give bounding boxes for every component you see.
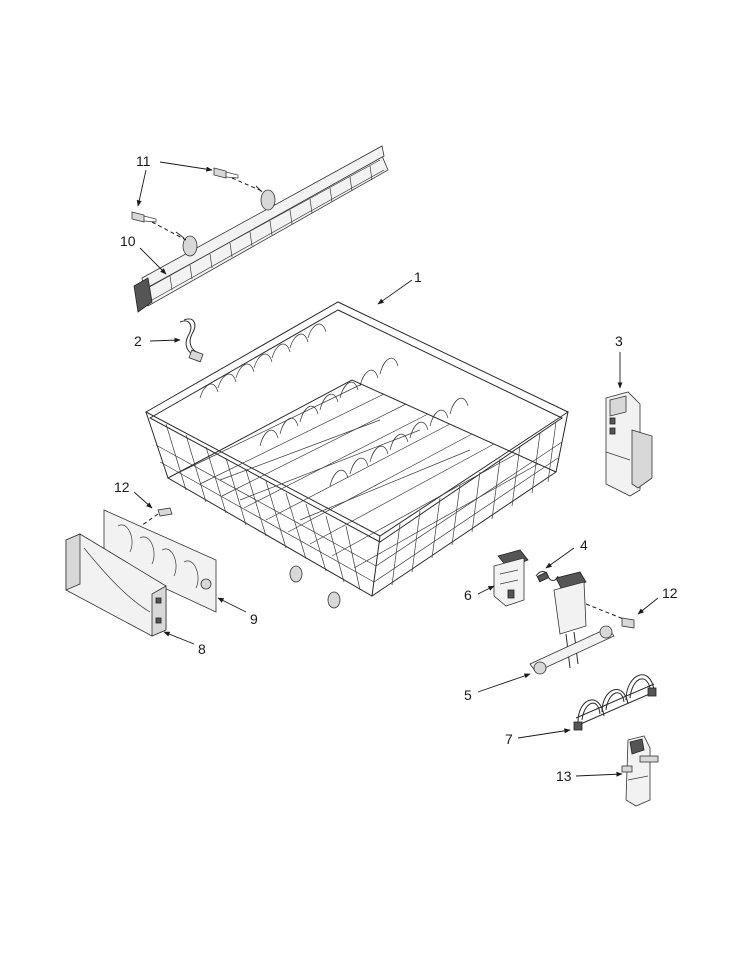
part-screw-11-top — [213, 167, 239, 179]
part-arm-assembly — [529, 571, 615, 675]
part-cover — [65, 533, 167, 637]
assembly-line — [151, 221, 187, 241]
callout-12-right: 12 — [662, 585, 678, 601]
part-clip — [179, 318, 204, 363]
callout-1: 1 — [414, 269, 422, 285]
leader-lines — [133, 161, 659, 777]
callout-13: 13 — [556, 768, 572, 784]
part-tine-row — [573, 674, 657, 731]
assembly-line — [137, 513, 159, 529]
callout-3: 3 — [615, 333, 623, 349]
part-screw-11-left — [131, 211, 157, 223]
assembly-line — [585, 603, 627, 621]
part-upper-dishrack — [144, 301, 570, 609]
part-bracket-13 — [621, 735, 659, 807]
part-screw-12-left — [157, 507, 173, 517]
part-adjuster-6 — [493, 549, 529, 607]
callout-9: 9 — [250, 611, 258, 627]
part-screw-12-right — [621, 617, 635, 629]
part-adjuster-frame — [103, 509, 217, 613]
part-rail-track — [133, 145, 389, 313]
callout-8: 8 — [198, 641, 206, 657]
callout-7: 7 — [505, 731, 513, 747]
callout-6: 6 — [464, 587, 472, 603]
callout-2: 2 — [134, 333, 142, 349]
part-bracket-right — [605, 391, 653, 497]
assembly-line — [231, 177, 265, 193]
callout-labels: 11 10 2 1 3 12 4 6 12 9 8 5 7 13 — [114, 153, 678, 784]
callout-12-left: 12 — [114, 479, 130, 495]
callout-10: 10 — [120, 233, 136, 249]
part-spring — [535, 571, 559, 583]
callout-11: 11 — [136, 153, 151, 169]
callout-4: 4 — [580, 537, 588, 553]
callout-5: 5 — [464, 687, 472, 703]
